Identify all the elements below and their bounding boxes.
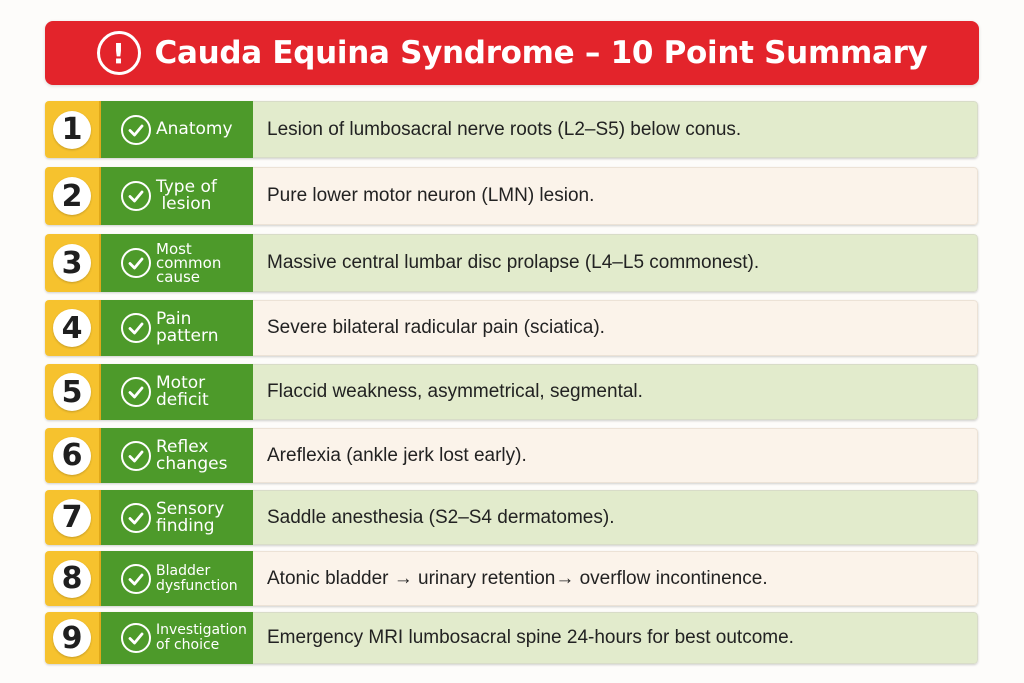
summary-row-3: 3 Most common cause Massive central lumb…	[45, 234, 978, 292]
row-description: Areflexia (ankle jerk lost early).	[253, 428, 978, 483]
check-circle-icon	[121, 313, 151, 343]
row-number: 3	[53, 244, 91, 282]
row-number: 9	[53, 619, 91, 657]
row-number-badge: 5	[45, 364, 101, 420]
row-number-badge: 7	[45, 490, 101, 545]
row-description: Pure lower motor neuron (LMN) lesion.	[253, 167, 978, 225]
summary-row-2: 2 Type of lesion Pure lower motor neuron…	[45, 167, 978, 225]
row-description: Emergency MRI lumbosacral spine 24-hours…	[253, 612, 978, 664]
row-number-badge: 6	[45, 428, 101, 483]
row-description: Severe bilateral radicular pain (sciatic…	[253, 300, 978, 356]
title-banner: ! Cauda Equina Syndrome – 10 Point Summa…	[45, 21, 979, 85]
row-description: Massive central lumbar disc prolapse (L4…	[253, 234, 978, 292]
row-description: Saddle anesthesia (S2–S4 dermatomes).	[253, 490, 978, 545]
row-category: Pain pattern	[101, 300, 253, 356]
check-circle-icon	[121, 623, 151, 653]
category-label: Investigation of choice	[156, 622, 247, 653]
summary-row-8: 8 Bladder dysfunction Atonic bladder → u…	[45, 551, 978, 606]
row-number-badge: 1	[45, 101, 101, 158]
row-number-badge: 2	[45, 167, 101, 225]
category-label: Reflex changes	[156, 436, 228, 474]
row-number: 4	[53, 309, 91, 347]
row-number-badge: 4	[45, 300, 101, 356]
check-circle-icon	[121, 114, 151, 145]
row-category: Most common cause	[101, 234, 253, 292]
row-category: Sensory finding	[101, 490, 253, 545]
check-circle-icon	[121, 248, 151, 278]
category-label: Motor deficit	[156, 373, 209, 410]
category-label: Sensory finding	[156, 498, 225, 536]
page-title: Cauda Equina Syndrome – 10 Point Summary	[154, 35, 928, 71]
category-label: Type of lesion	[156, 177, 217, 214]
row-number-badge: 3	[45, 234, 101, 292]
row-category: Motor deficit	[101, 364, 253, 420]
row-description: Atonic bladder → urinary retention→ over…	[253, 551, 978, 606]
category-label: Anatomy	[156, 119, 233, 139]
row-category: Reflex changes	[101, 428, 253, 483]
row-description: Flaccid weakness, asymmetrical, segmenta…	[253, 364, 978, 420]
summary-row-6: 6 Reflex changes Areflexia (ankle jerk l…	[45, 428, 978, 483]
check-circle-icon	[121, 377, 151, 407]
summary-row-5: 5 Motor deficit Flaccid weakness, asymme…	[45, 364, 978, 420]
check-circle-icon	[121, 440, 151, 471]
check-circle-icon	[121, 502, 151, 533]
category-label: Pain pattern	[156, 309, 219, 346]
summary-row-7: 7 Sensory finding Saddle anesthesia (S2–…	[45, 490, 978, 545]
check-circle-icon	[121, 563, 151, 594]
row-category: Bladder dysfunction	[101, 551, 253, 606]
category-label: Most common cause	[156, 240, 222, 286]
row-number: 8	[53, 559, 91, 598]
row-description: Lesion of lumbosacral nerve roots (L2–S5…	[253, 101, 978, 158]
row-category: Anatomy	[101, 101, 253, 158]
row-category: Investigation of choice	[101, 612, 253, 664]
category-label: Bladder dysfunction	[156, 562, 238, 594]
row-number: 1	[53, 110, 91, 149]
exclamation-circle-icon: !	[96, 31, 141, 75]
row-number: 2	[53, 177, 91, 215]
summary-row-9: 9 Investigation of choice Emergency MRI …	[45, 612, 978, 664]
row-number: 6	[53, 436, 91, 475]
row-number-badge: 9	[45, 612, 101, 664]
check-circle-icon	[121, 181, 151, 211]
row-category: Type of lesion	[101, 167, 253, 225]
summary-row-4: 4 Pain pattern Severe bilateral radicula…	[45, 300, 978, 356]
row-number: 7	[53, 498, 91, 537]
row-number-badge: 8	[45, 551, 101, 606]
summary-row-1: 1 Anatomy Lesion of lumbosacral nerve ro…	[45, 101, 978, 158]
row-number: 5	[53, 373, 91, 411]
